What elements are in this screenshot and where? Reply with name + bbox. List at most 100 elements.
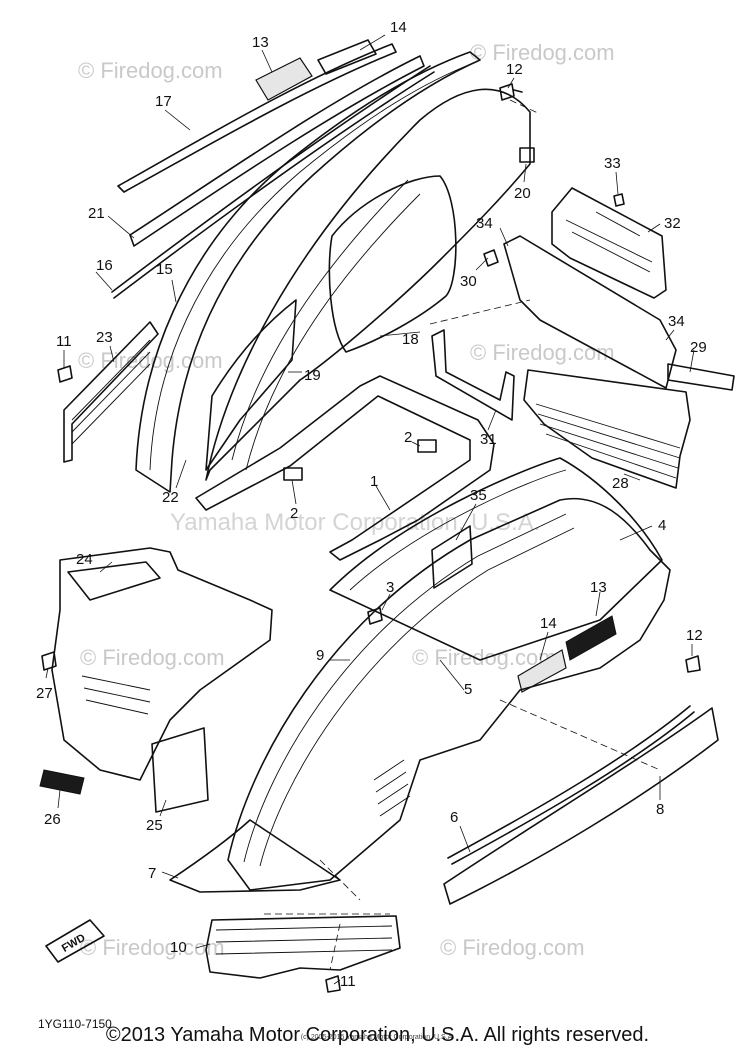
callout-33: 33: [604, 155, 621, 172]
part-9-inner-rail: [259, 527, 575, 867]
callout-12: 12: [686, 627, 703, 644]
callout-19: 19: [304, 367, 321, 384]
part-15-side-cover: [135, 51, 481, 493]
watermark: © Firedog.com: [78, 58, 223, 83]
leader-line: [57, 789, 61, 809]
leader-line: [109, 345, 115, 363]
callout-17: 17: [155, 93, 172, 110]
part-33-screw: [613, 193, 625, 207]
watermark: Yamaha Motor Corporation, U.S.A.: [170, 509, 540, 536]
callout-11: 11: [56, 333, 72, 350]
part-17-strip: [117, 43, 397, 193]
part-18-inner-rail: [231, 179, 421, 471]
callout-28: 28: [612, 475, 629, 492]
callout-18: 18: [402, 331, 419, 348]
callout-35: 35: [470, 487, 487, 504]
leader-line: [647, 223, 661, 233]
callout-30: 30: [460, 273, 477, 290]
leader-line: [459, 825, 471, 853]
leader-line: [507, 77, 515, 89]
leader-line: [175, 459, 187, 489]
callout-25: 25: [146, 817, 163, 834]
leader-line: [499, 227, 509, 247]
part-23-grille: [71, 339, 151, 445]
part-1-frame: [195, 375, 495, 561]
part-25-plate: [151, 727, 209, 813]
leader-line: [381, 593, 391, 611]
part-32-bracket: [551, 187, 667, 299]
callout-13: 13: [590, 579, 607, 596]
part-24-grille: [81, 675, 151, 715]
watermark: © Firedog.com: [80, 645, 225, 670]
watermark: © Firedog.com: [80, 935, 225, 960]
leader-line: [164, 109, 191, 131]
part-12-screw: [685, 655, 701, 673]
part-28-fins: [535, 403, 681, 479]
leader-line: [359, 34, 386, 51]
part-11-screw: [325, 975, 341, 993]
part-15-inner-edge: [149, 61, 477, 471]
callout-8: 8: [656, 801, 664, 818]
leader-line: [665, 329, 675, 341]
callout-20: 20: [514, 185, 531, 202]
leader-line: [439, 659, 465, 691]
part-4-fairing: [329, 457, 663, 661]
part-19-panel: [205, 299, 297, 471]
part-31-support: [431, 329, 515, 421]
part-2-rubber: [417, 439, 437, 453]
part-4-inner: [349, 469, 567, 591]
callout-9: 9: [316, 647, 324, 664]
part-6-strip: [447, 705, 691, 859]
alignment-line: [319, 859, 361, 901]
watermark: © Firedog.com: [78, 348, 223, 373]
callout-11: 11: [340, 973, 356, 990]
callout-34: 34: [476, 215, 493, 232]
leader-line: [595, 591, 601, 617]
part-12-screw: [499, 83, 523, 101]
leader-line: [623, 473, 641, 481]
leader-line: [523, 163, 527, 183]
callout-15: 15: [156, 261, 173, 278]
watermark: © Firedog.com: [470, 340, 615, 365]
callout-2: 2: [404, 429, 412, 446]
callout-14: 14: [540, 615, 557, 632]
callout-2: 2: [290, 505, 298, 522]
part-34-bracket: [503, 235, 677, 389]
leader-line: [411, 441, 421, 447]
callout-1: 1: [370, 473, 378, 490]
part-8-rail: [443, 707, 719, 905]
part-35-label: [431, 525, 473, 589]
leader-line: [107, 215, 135, 239]
part-11-screw: [57, 365, 73, 383]
alignment-line: [499, 699, 661, 771]
callout-32: 32: [664, 215, 681, 232]
leader-line: [539, 631, 549, 661]
part-code: 1YG110-7150: [38, 1017, 112, 1031]
leader-line: [95, 271, 113, 291]
callout-labels: 14 13 12 17 20 33 21 32 34 30 16 15 18 3…: [36, 19, 707, 990]
part-26-badge: [39, 769, 85, 795]
callout-14: 14: [390, 19, 407, 36]
callout-31: 31: [480, 431, 497, 448]
part-10-ribs: [215, 925, 393, 955]
watermark: © Firedog.com: [470, 40, 615, 65]
callout-24: 24: [76, 551, 93, 568]
part-32-detail: [565, 211, 653, 273]
part-28-rear-panel: [523, 369, 691, 489]
leader-line: [161, 871, 179, 879]
watermark: © Firedog.com: [440, 935, 585, 960]
part-18-panel: [328, 175, 457, 353]
part-20-grommet: [519, 147, 535, 163]
leader-line: [487, 409, 497, 431]
footer-copyright: ©2013 Yamaha Motor Corporation, U.S.A. A…: [105, 1024, 650, 1046]
leader-lines: [45, 34, 695, 985]
callout-34: 34: [668, 313, 685, 330]
leader-line: [689, 349, 695, 373]
part-6-strip: [451, 711, 695, 865]
leader-line: [619, 525, 653, 541]
leader-line: [455, 503, 477, 541]
part-24-side-cover: [51, 547, 273, 781]
callout-21: 21: [88, 205, 105, 222]
alignment-line: [509, 99, 541, 115]
